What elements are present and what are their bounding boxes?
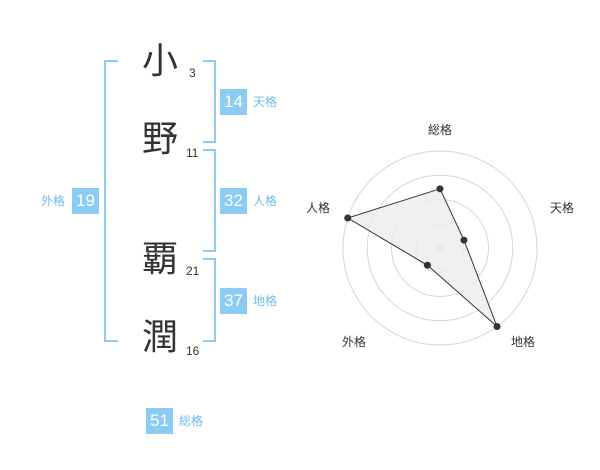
name-char-4: 潤 [142, 317, 179, 358]
radar-point-jinkaku [344, 214, 352, 222]
jinkaku-bracket [203, 149, 216, 252]
gaikaku-label: 外格 [41, 194, 66, 208]
radar-point-tenkaku [460, 236, 468, 244]
tenkaku-value: 14 [220, 89, 247, 115]
radar-points [344, 185, 501, 330]
radar-label-soukaku: 総格 [428, 123, 453, 137]
radar-label-jinkaku: 人格 [306, 201, 331, 215]
radar-label-gaikaku: 外格 [342, 335, 367, 349]
radar-point-gaikaku [423, 261, 431, 269]
name-char-3: 覇 [142, 239, 179, 280]
radar-label-chikaku: 地格 [511, 335, 536, 349]
chikaku-label: 地格 [253, 294, 278, 308]
stroke-count-1: 3 [189, 66, 196, 80]
tenkaku-label: 天格 [253, 95, 278, 109]
gaikaku-value: 19 [72, 188, 99, 214]
tenkaku-bracket [203, 60, 216, 143]
name-char-2: 野 [142, 119, 179, 160]
chikaku-bracket [203, 258, 216, 342]
gaikaku-bracket [104, 60, 118, 342]
jinkaku-value: 32 [220, 188, 247, 214]
radar-label-tenkaku: 天格 [550, 201, 575, 215]
jinkaku-label: 人格 [253, 194, 278, 208]
chikaku-value: 37 [220, 288, 247, 314]
radar-grid-ring [366, 174, 514, 322]
radar-grid-ring [342, 150, 538, 346]
radar-point-chikaku [493, 322, 501, 330]
radar-point-soukaku [436, 185, 444, 193]
stroke-count-4: 16 [186, 344, 200, 358]
soukaku-label: 総格 [179, 414, 204, 428]
stroke-count-2: 11 [186, 146, 199, 160]
radar-grid [342, 150, 538, 346]
radar-polygon [346, 188, 498, 327]
soukaku-value: 51 [146, 408, 173, 434]
name-char-1: 小 [142, 41, 179, 82]
stroke-count-3: 21 [186, 264, 200, 278]
